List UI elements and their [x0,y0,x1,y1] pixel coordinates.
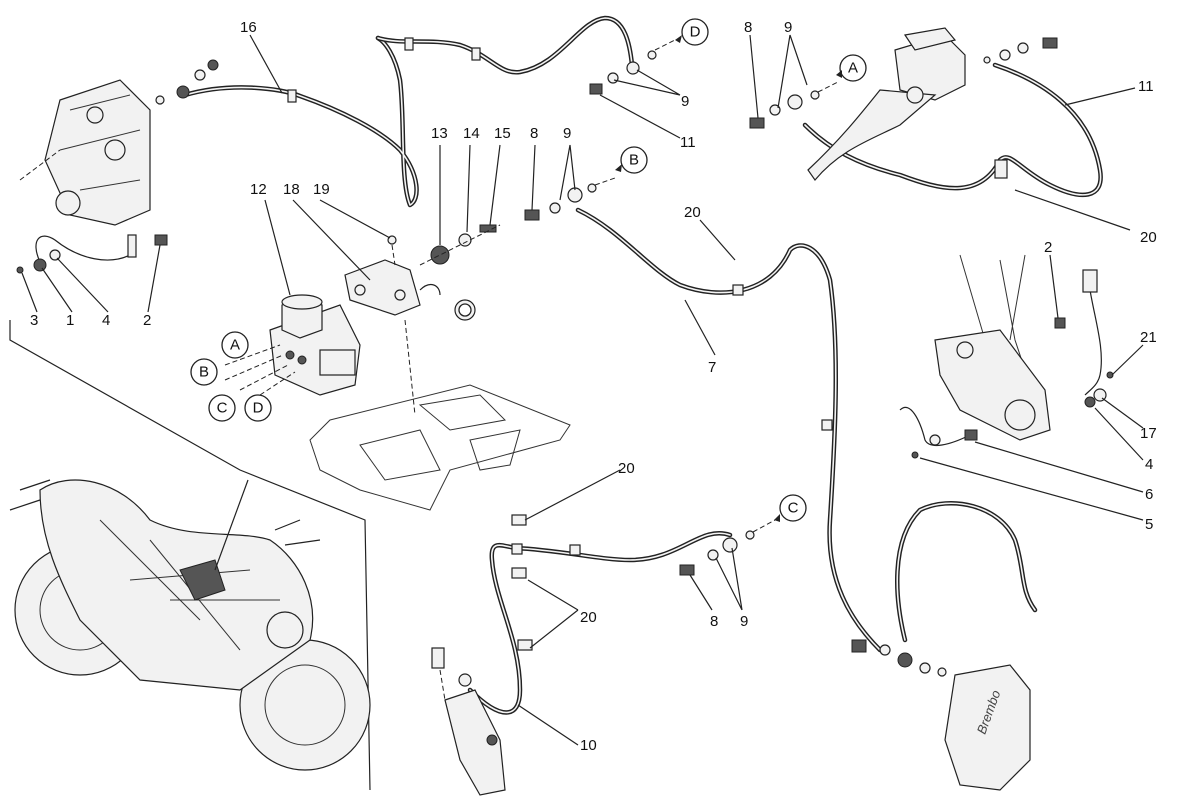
connector-d-top: D [681,18,709,46]
callout-11b: 11 [1138,78,1154,95]
abs-unit [224,294,361,396]
callout-8b: 8 [744,19,752,36]
callout-14: 14 [463,125,480,142]
connector-a-top: A [839,54,867,82]
svg-text:B: B [199,364,209,381]
hose-10 [467,531,733,715]
callout-2a: 2 [1044,239,1052,256]
front-fork-sensor [899,254,1114,459]
connector-markers: D A B C A B C D [190,18,867,522]
front-master-cylinder [749,27,1058,181]
svg-text:D: D [253,400,264,417]
brake-hoses [182,15,1103,715]
callout-10: 10 [580,737,597,754]
callout-1: 1 [66,312,74,329]
callout-5: 5 [1145,516,1153,533]
motorcycle-illustration [9,320,371,791]
svg-text:A: A [848,60,858,77]
hose-front-lower [895,501,1038,643]
callout-19: 19 [313,181,330,198]
connector-c-abs: C [208,394,236,422]
svg-text:C: C [788,500,799,517]
callout-12: 12 [250,181,267,198]
callout-2b: 2 [143,312,151,329]
callout-9c: 9 [784,19,792,36]
callout-11a: 11 [680,134,696,151]
leader-lines [21,34,1144,746]
fittings-13-15 [419,224,501,266]
fittings-top-middle [524,39,676,221]
hose-clips [287,37,1008,556]
callout-20c: 20 [618,460,635,477]
callout-4b: 4 [102,312,110,329]
front-caliper: Brembo [851,639,1031,791]
frame-section [309,384,571,511]
connector-d-abs: D [244,394,272,422]
rear-caliper [19,59,219,226]
callout-18: 18 [283,181,300,198]
callout-3: 3 [30,312,38,329]
callout-21: 21 [1140,329,1157,346]
connector-c-bottom: C [779,494,807,522]
callout-7: 7 [708,359,716,376]
callout-13: 13 [431,125,448,142]
callout-4a: 4 [1145,456,1153,473]
callout-9a: 9 [563,125,571,142]
connector-b-abs: B [190,358,218,386]
svg-text:C: C [217,400,228,417]
callout-9b: 9 [681,93,689,110]
hose-top-d [375,15,635,75]
rear-master-cylinder [431,647,506,796]
connector-a-abs: A [221,331,249,359]
svg-text:A: A [230,337,240,354]
callout-16: 16 [240,19,257,36]
callout-15: 15 [494,125,511,142]
callout-20a: 20 [684,204,701,221]
svg-text:D: D [690,24,701,41]
connector-b-top: B [620,146,648,174]
fittings-bottom-middle [511,514,776,651]
callout-labels: 16 13 14 15 8 9 12 18 19 20 7 9 11 8 9 1… [30,19,1157,754]
connection-arrows [615,35,842,522]
callout-8c: 8 [710,613,718,630]
callout-20d: 20 [580,609,597,626]
callout-6: 6 [1145,486,1153,503]
callout-8a: 8 [530,125,538,142]
svg-text:B: B [629,152,639,169]
callout-17: 17 [1140,425,1157,442]
rear-speed-sensor [16,234,168,274]
hose-16 [182,35,419,208]
callout-20b: 20 [1140,229,1157,246]
callout-9d: 9 [740,613,748,630]
